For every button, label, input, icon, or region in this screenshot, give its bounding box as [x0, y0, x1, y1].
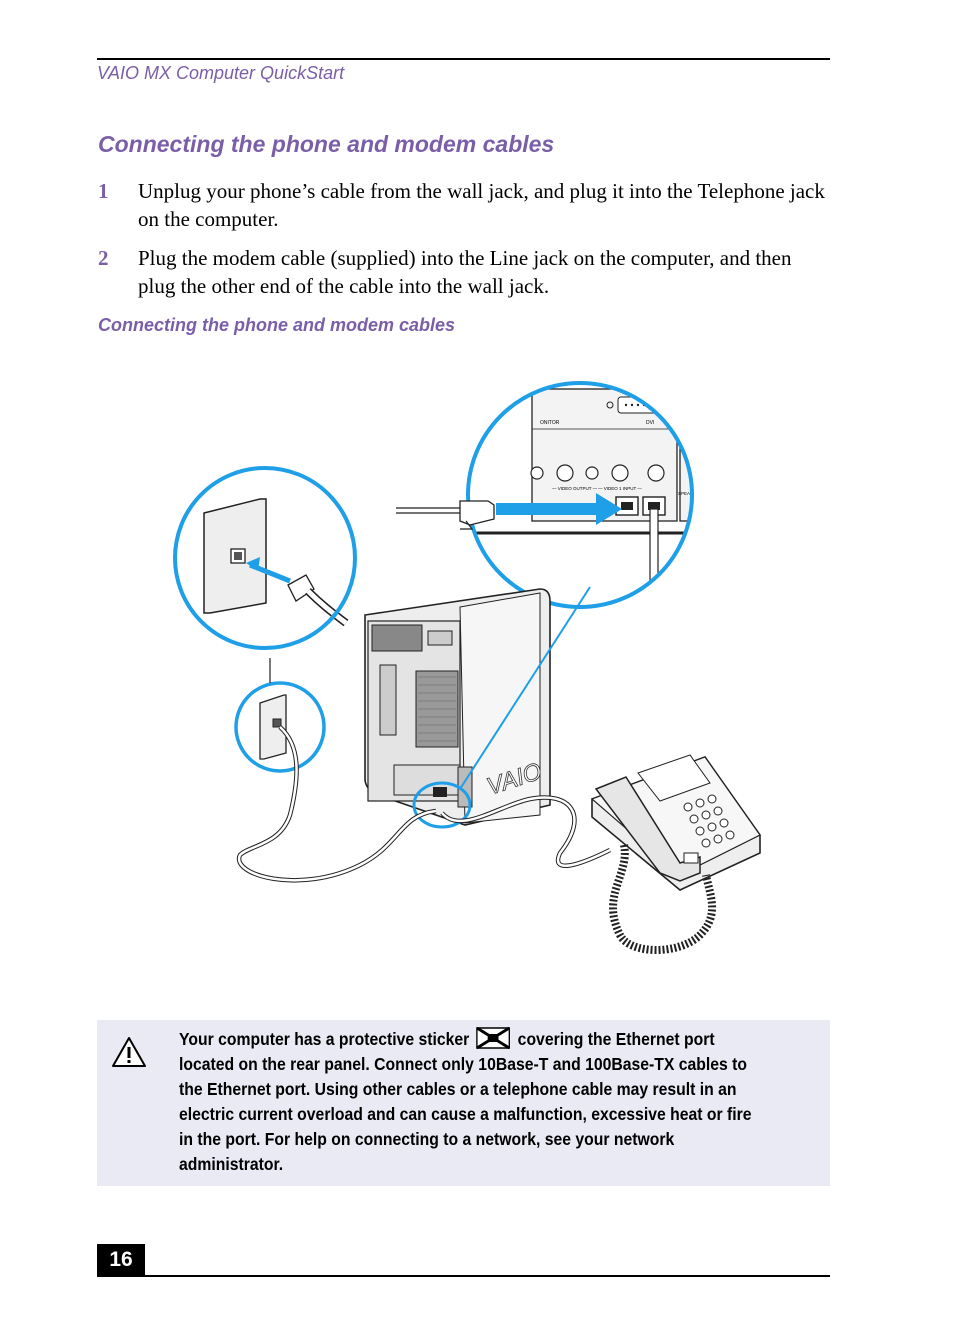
figure-caption: Connecting the phone and modem cables — [98, 315, 456, 335]
warning-text: Your computer has a protective sticker c… — [179, 1027, 760, 1177]
line-out-label: LINE OUT — [684, 443, 707, 449]
phone-modem-connection-illustration: ONITOR DVI — VIDEO OUTPUT — — VIDEO 1 IN… — [173, 381, 761, 954]
telephone — [590, 754, 761, 891]
zoom-circle-wall-jack — [173, 466, 357, 650]
monitor-label: ONITOR — [540, 420, 560, 426]
step-1: 1 Unplug your phone’s cable from the wal… — [98, 177, 833, 233]
dvi-label: DVI — [646, 420, 654, 426]
port-locator-circle — [412, 781, 472, 829]
footer-rule — [97, 1275, 830, 1277]
running-header: VAIO MX Computer QuickStart — [97, 63, 345, 83]
section-title: Connecting the phone and modem cables — [98, 131, 555, 157]
protective-sticker-icon — [476, 1027, 511, 1049]
telephone-plug — [396, 500, 495, 530]
video-output-label: — VIDEO OUTPUT — — [552, 486, 598, 491]
video-input-label: — VIDEO 1 INPUT — — [598, 486, 642, 491]
step-number: 2 — [98, 246, 109, 270]
step-text: Plug the modem cable (supplied) into the… — [138, 246, 792, 298]
step-2: 2 Plug the modem cable (supplied) into t… — [98, 244, 833, 300]
step-text: Unplug your phone’s cable from the wall … — [138, 179, 825, 231]
wall-jack-locator-circle — [234, 681, 326, 773]
insert-arrow-icon — [496, 493, 622, 525]
speaker-label: SPEAKER — [678, 491, 700, 496]
header-rule — [97, 58, 830, 60]
zoom-circle-rear-panel — [466, 381, 694, 609]
warning-callout: Your computer has a protective sticker c… — [97, 1020, 830, 1186]
warning-text-after: covering the Ethernet port located on th… — [179, 1029, 752, 1174]
wall-jack-zoom-detail — [203, 498, 349, 627]
computer-tower: VAIO — [364, 588, 551, 826]
warning-triangle-icon — [112, 1037, 146, 1067]
page-number: 16 — [97, 1244, 145, 1276]
step-number: 1 — [98, 179, 109, 203]
warning-text-before: Your computer has a protective sticker — [179, 1029, 470, 1049]
coiled-handset-cord — [609, 844, 717, 954]
wall-jack — [259, 694, 287, 760]
line-in-label: LINE IN — [684, 413, 702, 419]
